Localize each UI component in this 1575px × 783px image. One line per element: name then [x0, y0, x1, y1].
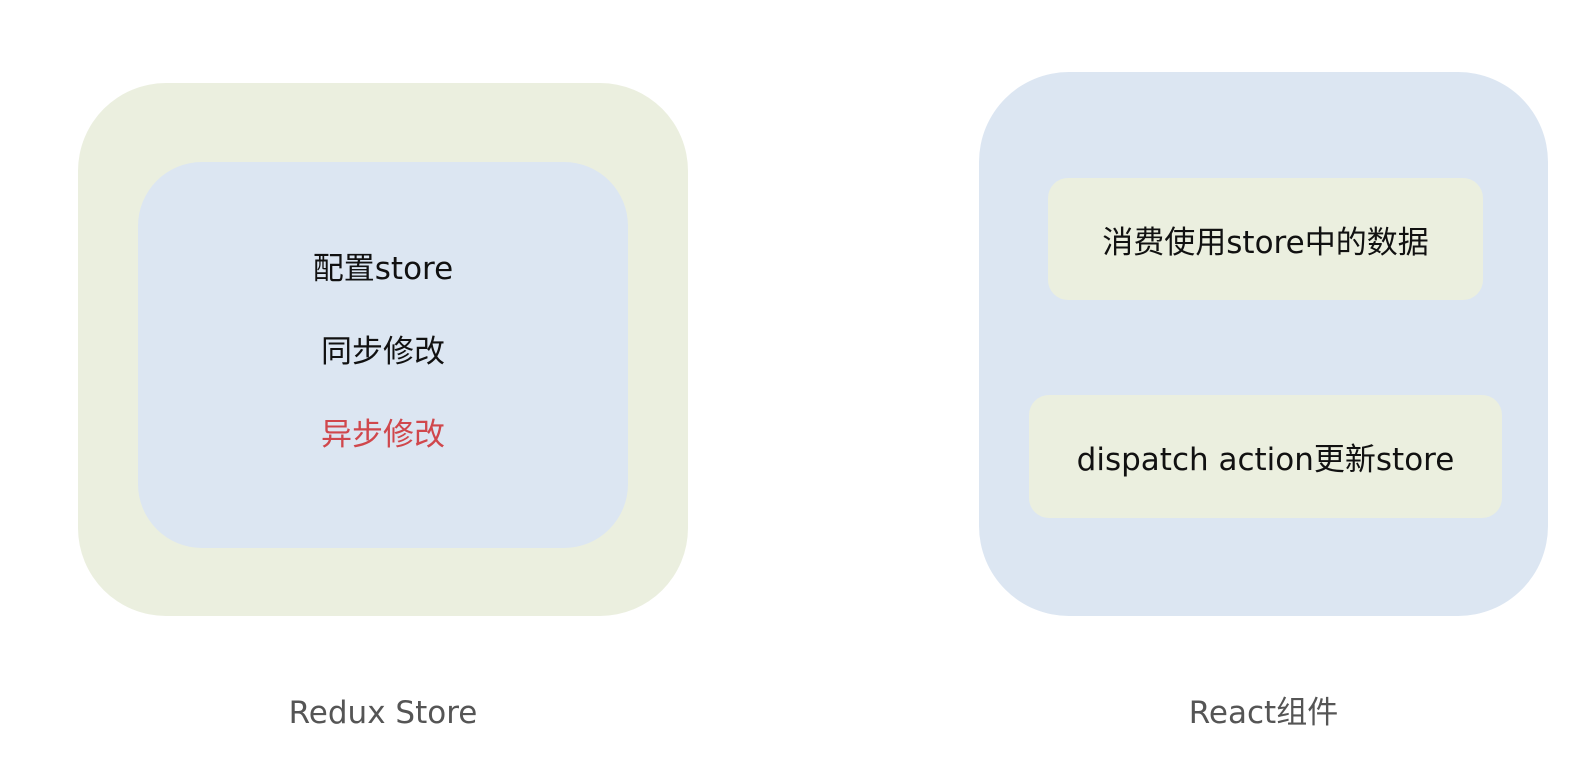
sync-modify-label: 同步修改 [321, 334, 445, 370]
react-component-caption: React组件 [1188, 695, 1339, 731]
redux-store-caption: Redux Store [288, 695, 478, 731]
consume-store-data-box: 消费使用store中的数据 [1048, 178, 1483, 300]
redux-store-inner-box: 配置store 同步修改 异步修改 [138, 162, 628, 548]
react-component-outer-box: 消费使用store中的数据 dispatch action更新store [979, 72, 1548, 616]
dispatch-action-box: dispatch action更新store [1029, 395, 1502, 518]
async-modify-label: 异步修改 [321, 417, 445, 453]
configure-store-label: 配置store [312, 251, 454, 287]
dispatch-action-label: dispatch action更新store [1076, 442, 1455, 478]
consume-store-data-label: 消费使用store中的数据 [1102, 224, 1429, 261]
